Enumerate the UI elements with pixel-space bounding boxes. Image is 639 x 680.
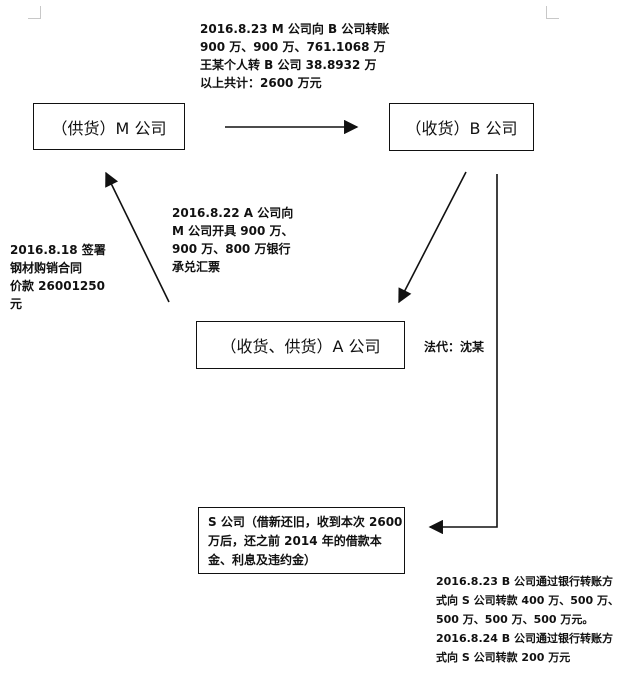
- note-legal-representative: 法代：沈某: [424, 338, 484, 356]
- page-corner-mark-right: [546, 6, 559, 19]
- a-company-box: （收货、供货）A 公司: [196, 321, 405, 369]
- note-line: 2016.8.18 签署: [10, 243, 106, 257]
- page-corner-mark-left: [28, 6, 41, 19]
- note-line: 承兑汇票: [172, 260, 221, 274]
- note-line: 以上共计：2600 万元: [200, 76, 322, 90]
- arrow-b-to-s: [428, 174, 498, 535]
- note-line: 2016.8.23 B 公司通过银行转账方: [436, 575, 613, 588]
- note-contract: 2016.8.18 签署 钢材购销合同 价款 26001250 元: [10, 241, 106, 313]
- note-line: 900 万、900 万、761.1068 万: [200, 40, 386, 54]
- note-line: 法代：沈某: [424, 340, 485, 354]
- m-company-box: （供货）M 公司: [33, 103, 185, 150]
- note-a-to-m: 2016.8.22 A 公司向 M 公司开具 900 万、 900 万、800 …: [172, 204, 294, 276]
- note-line: 900 万、800 万银行: [172, 242, 291, 256]
- note-m-to-b: 2016.8.23 M 公司向 B 公司转账 900 万、900 万、761.1…: [200, 20, 389, 92]
- note-line: 价款 26001250: [10, 279, 105, 293]
- b-company-label: （收货）B 公司: [405, 119, 518, 138]
- arrow-a-to-m: [105, 171, 170, 303]
- note-line: 元: [10, 297, 23, 311]
- s-company-line: S 公司（借新还旧，收到本次 2600: [208, 515, 403, 529]
- s-company-line: 金、利息及违约金）: [208, 553, 317, 567]
- note-line: 2016.8.24 B 公司通过银行转账方: [436, 632, 613, 645]
- note-b-to-s: 2016.8.23 B 公司通过银行转账方 式向 S 公司转款 400 万、50…: [436, 572, 619, 667]
- note-line: 王某个人转 B 公司 38.8932 万: [200, 58, 377, 72]
- note-line: 钢材购销合同: [10, 261, 83, 275]
- arrow-b-to-a: [398, 171, 467, 304]
- note-line: 式向 S 公司转款 400 万、500 万、: [436, 594, 619, 607]
- note-line: 式向 S 公司转款 200 万元: [436, 651, 571, 664]
- note-line: 2016.8.22 A 公司向: [172, 206, 294, 220]
- note-line: M 公司开具 900 万、: [172, 224, 294, 238]
- m-company-label: （供货）M 公司: [51, 118, 167, 138]
- note-line: 500 万、500 万、500 万元。: [436, 613, 594, 626]
- note-line: 2016.8.23 M 公司向 B 公司转账: [200, 22, 390, 36]
- s-company-box: S 公司（借新还旧，收到本次 2600 万后，还之前 2014 年的借款本 金、…: [198, 507, 405, 574]
- a-company-label: （收货、供货）A 公司: [220, 337, 381, 356]
- s-company-line: 万后，还之前 2014 年的借款本: [208, 534, 382, 548]
- b-company-box: （收货）B 公司: [389, 103, 534, 151]
